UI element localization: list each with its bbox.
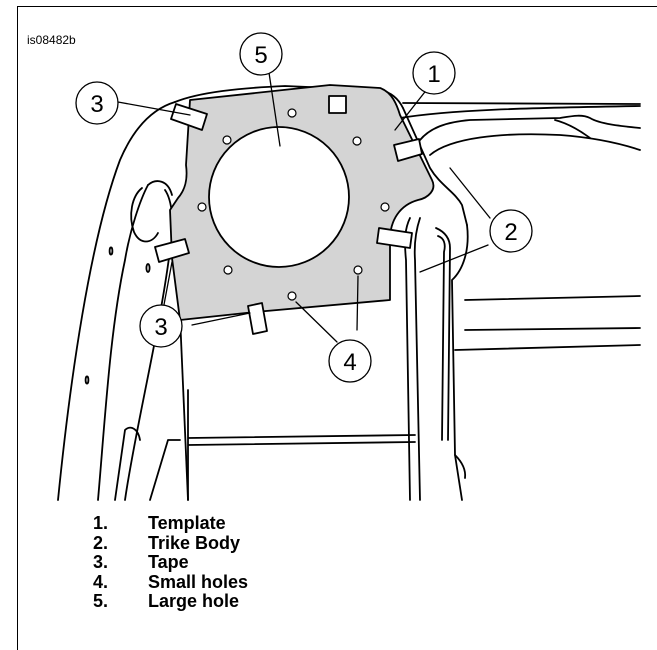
legend-label: Large hole [148, 591, 240, 611]
legend-number: 5. [93, 591, 109, 611]
callout-4: 4 [328, 339, 372, 383]
figure-frame-top [17, 6, 657, 7]
tape-pieces [154, 95, 423, 335]
figure-frame-left [17, 6, 18, 650]
callout-3-top: 3 [75, 81, 119, 125]
legend-item: 2. Trike Body [93, 532, 248, 554]
legend-item: 1. Template [93, 513, 248, 534]
large-hole [208, 126, 350, 268]
callout-4-label: 4 [343, 349, 356, 376]
callout-2: 2 [489, 209, 533, 253]
legend-item: 4. Small holes [93, 571, 249, 593]
legend-label: Tape [148, 552, 189, 572]
legend-number: 4. [93, 571, 109, 592]
template [169, 84, 435, 321]
legend: 1. Template 2. Trike Body 3. Tape 4. Small h… [93, 513, 249, 612]
legend-number: 3. [93, 552, 109, 572]
legend-number: 2. [93, 532, 109, 553]
callout-5: 5 [239, 32, 283, 76]
callout-3-top-label: 3 [90, 91, 103, 118]
legend-label: Trike Body [148, 532, 241, 553]
legend-label: Small holes [148, 571, 249, 592]
figure-id: is08482b [27, 33, 76, 47]
callouts: 5 1 3 2 3 4 [75, 32, 533, 383]
callout-1-label: 1 [427, 61, 440, 88]
callout-3-bottom: 3 [139, 304, 183, 348]
legend-item: 3. Tape [93, 552, 248, 573]
leader-lines [117, 65, 491, 343]
callout-5-label: 5 [254, 42, 267, 69]
legend-label: Template [148, 513, 226, 533]
legend-item: 5. Large hole [93, 591, 248, 612]
legend-number: 1. [93, 513, 109, 533]
small-holes [197, 108, 390, 301]
callout-2-label: 2 [504, 219, 517, 246]
callout-1: 1 [412, 51, 456, 95]
callout-3-bottom-label: 3 [154, 314, 167, 341]
